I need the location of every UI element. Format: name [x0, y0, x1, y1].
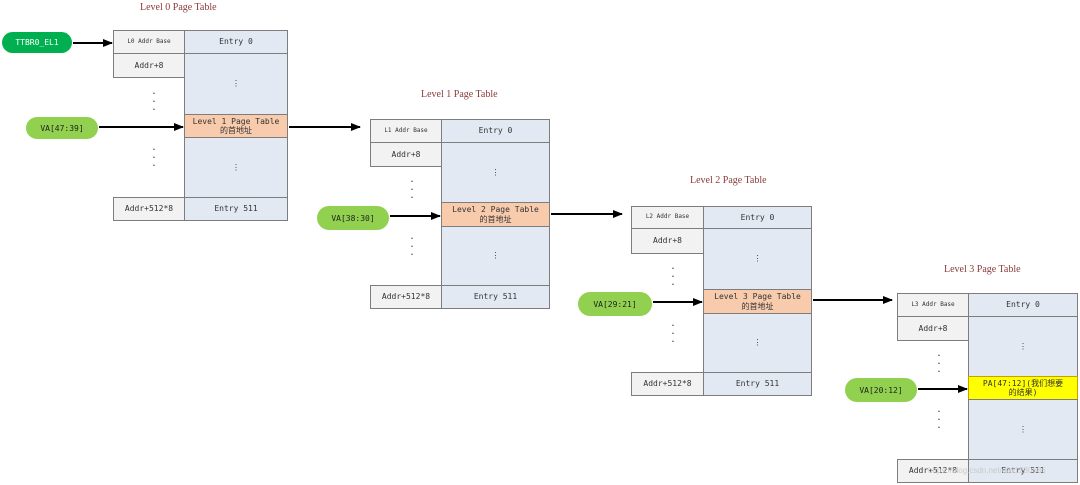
level1-dots-left-lower: . . . — [409, 232, 415, 258]
level0-dots-left-lower: . . . — [151, 143, 157, 169]
level1-dots-upper: ⋮ — [441, 142, 550, 203]
level2-addr-8: Addr+8 — [631, 228, 704, 254]
level3-entry-0: Entry 0 — [968, 293, 1078, 317]
level0-entry-511: Entry 511 — [184, 197, 288, 221]
level0-addr-8: Addr+8 — [113, 53, 185, 78]
level1-entry-0: Entry 0 — [441, 119, 550, 143]
level1-dots-left-upper: . . . — [409, 175, 415, 201]
level3-addr-8: Addr+8 — [897, 316, 969, 341]
va-29-21-pill: VA[29:21] — [578, 292, 652, 316]
level3-dots-left-lower: . . . — [936, 405, 942, 431]
level3-result-entry: PA[47:12](我们想要的结果) — [968, 376, 1078, 400]
level2-entry-511: Entry 511 — [703, 372, 812, 396]
level0-addr-512: Addr+512*8 — [113, 197, 185, 221]
level1-addr-512: Addr+512*8 — [370, 285, 442, 309]
level3-result-text: PA[47:12](我们想要的结果) — [982, 378, 1064, 397]
level2-dots-left-upper: . . . — [670, 262, 676, 288]
level0-dots-left-upper: . . . — [151, 87, 157, 113]
level1-addr-8: Addr+8 — [370, 142, 442, 167]
level1-entry-511: Entry 511 — [441, 285, 550, 309]
va-38-30-pill: VA[38:30] — [317, 206, 389, 230]
level3-title: Level 3 Page Table — [944, 264, 1021, 275]
level1-title: Level 1 Page Table — [421, 89, 498, 100]
watermark: https://blog.csdn.net/u011280686 — [928, 466, 1046, 475]
level1-base-label: L1 Addr Base — [370, 119, 442, 143]
ttbr0-el1-register: TTBR0_EL1 — [2, 32, 72, 53]
level0-title: Level 0 Page Table — [140, 2, 217, 13]
va-20-12-pill: VA[20:12] — [845, 378, 917, 402]
level1-dots-lower: ⋮ — [441, 226, 550, 286]
level3-entry-511: Entry 511 — [968, 459, 1078, 483]
va-47-39-pill: VA[47:39] — [26, 117, 98, 139]
level2-dots-lower: ⋮ — [703, 313, 812, 373]
level0-dots-lower: ⋮ — [184, 137, 288, 198]
level3-dots-upper: ⋮ — [968, 316, 1078, 377]
level2-dots-left-lower: . . . — [670, 319, 676, 345]
level2-title: Level 2 Page Table — [690, 175, 767, 186]
level3-dots-left-upper: . . . — [936, 349, 942, 375]
